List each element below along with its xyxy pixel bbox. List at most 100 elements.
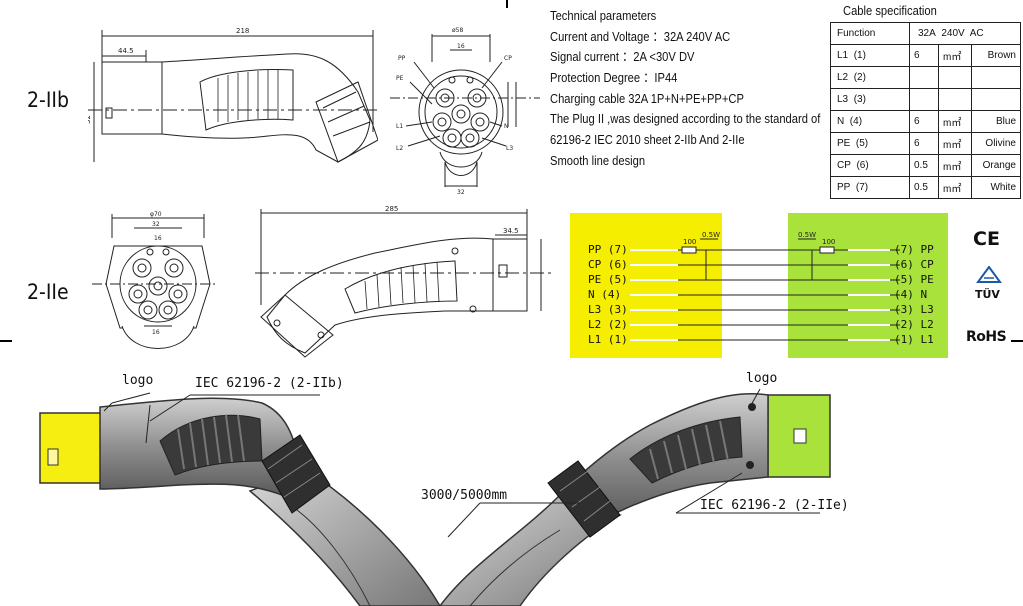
table-cell [909,88,939,111]
table-row: L3 (3) [830,88,1021,111]
table-cell: 0.5 [909,154,939,177]
pin-l1: L1 [396,123,403,130]
table-cell: N (4) [830,110,910,133]
table-cell: L3 (3) [830,88,910,111]
iib-yellow-head [39,412,107,484]
iie-face-drawing: φ70 32 16 16 [92,211,217,349]
dim-iie-face-pin: 16 [154,235,162,242]
logo-right-label: logo [746,371,778,386]
cell-func: L2 [837,72,849,83]
cell-num: (1) [853,50,866,61]
pin-label: PE (5) [588,273,628,286]
right-pin-labels: (7) PP (6) CP (5) PE (4) N (3) L3 (2) L2… [894,242,934,347]
table-cell: L2 (2) [830,66,910,89]
table-cell: PP (7) [830,176,910,199]
edge-tick-left [0,340,12,342]
left-resistor-power: 0.5W [702,231,720,239]
dim-iie-face-bot: 16 [152,329,160,336]
tech-params: Technical parameters Current and Voltage… [550,6,820,172]
cell-num: (4) [849,116,863,127]
dim-iib-length: 218 [236,27,249,35]
table-header-cell: Function [830,22,910,45]
pin-label: CP (6) [588,258,628,271]
header-ac: AC [969,28,984,39]
edge-tick-top [506,0,508,8]
cell-func: N [837,116,845,127]
table-cell: m㎡ [938,176,972,199]
pin-label: (3) L3 [894,303,934,316]
header-voltage: 240V [941,28,965,39]
table-cell: m㎡ [938,154,972,177]
right-resistor-value: 100 [822,238,835,246]
logo-left-label: logo [122,373,154,388]
pin-label: (4) N [894,288,928,301]
pin-label: (5) PE [894,273,934,286]
table-cell: 6 [909,132,939,155]
table-cell: 6 [909,44,939,67]
table-header-row: Function 32A 240V AC [830,22,1021,45]
table-cell [938,88,972,111]
table-cell: m㎡ [938,110,972,133]
wiring-left-panel [570,213,722,358]
table-cell: L1 (1) [830,44,910,67]
table-cell: Olivine [971,132,1021,155]
pin-label: PP (7) [588,243,628,256]
pin-label: (6) CP [894,258,934,271]
table-row: L2 (2) [830,66,1021,89]
cell-num: (2) [853,72,866,83]
cable-spec-title: Cable specification [843,3,937,18]
cell-func: L1 [837,50,849,61]
left-resistor-value: 100 [683,238,696,246]
table-cell: White [971,176,1021,199]
table-cell: 0.5 [909,176,939,199]
label-2-iib: 2-IIb [27,88,69,112]
tech-title: Technical parameters [550,8,657,23]
pin-label: N (4) [588,288,622,301]
table-cell: m㎡ [938,132,972,155]
pin-pp: PP [398,55,406,62]
pin-label: L2 (2) [588,318,628,331]
dim-iib-face-pin: 16 [457,43,465,50]
table-cell: 6 [909,110,939,133]
tech-line: The Plug II ,was designed according to t… [550,111,821,127]
table-cell: m㎡ [938,44,972,67]
dim-iib-face-w: ø58 [452,27,463,34]
pin-l3: L3 [506,145,513,152]
tech-line: Charging cable 32A 1P+N+PE+PP+CP [550,90,744,106]
dim-iib-face-bot: 32 [457,189,465,196]
table-cell [971,88,1021,111]
table-cell [909,66,939,89]
cable-length-label: 3000/5000mm [421,488,508,503]
table-cell: Orange [971,154,1021,177]
table-cell: CP (6) [830,154,910,177]
iib-side-drawing: 218 44.5 52 [88,27,378,163]
iib-face-drawing: ø58 16 32 PP PE CP L1 L2 N L3 [390,27,540,196]
cell-num: (5) [855,138,869,149]
bottom-renders [39,388,831,606]
ce-mark: CE [973,228,1000,250]
dim-iib-h: 52 [88,115,92,124]
tech-line: Smooth line design [550,152,646,168]
pin-label: (1) L1 [894,333,934,346]
label-2-iie: 2-IIe [27,280,69,304]
dim-iib-head: 44.5 [118,47,134,55]
cell-num: (6) [856,160,869,171]
tech-line: Protection Degree ：IP44 [550,70,678,86]
cell-func: L3 [837,94,849,105]
pin-cp: CP [504,55,512,62]
dim-iie-face-w: φ70 [150,211,162,218]
table-cell: Blue [971,110,1021,133]
pin-pe: PE [396,75,404,82]
cell-num: (7) [855,182,869,193]
pin-n: N [504,123,509,130]
tuv-triangle-icon [976,266,1002,283]
table-cell: Brown [971,44,1021,67]
iib-render [39,392,441,606]
pin-l2: L2 [396,145,403,152]
